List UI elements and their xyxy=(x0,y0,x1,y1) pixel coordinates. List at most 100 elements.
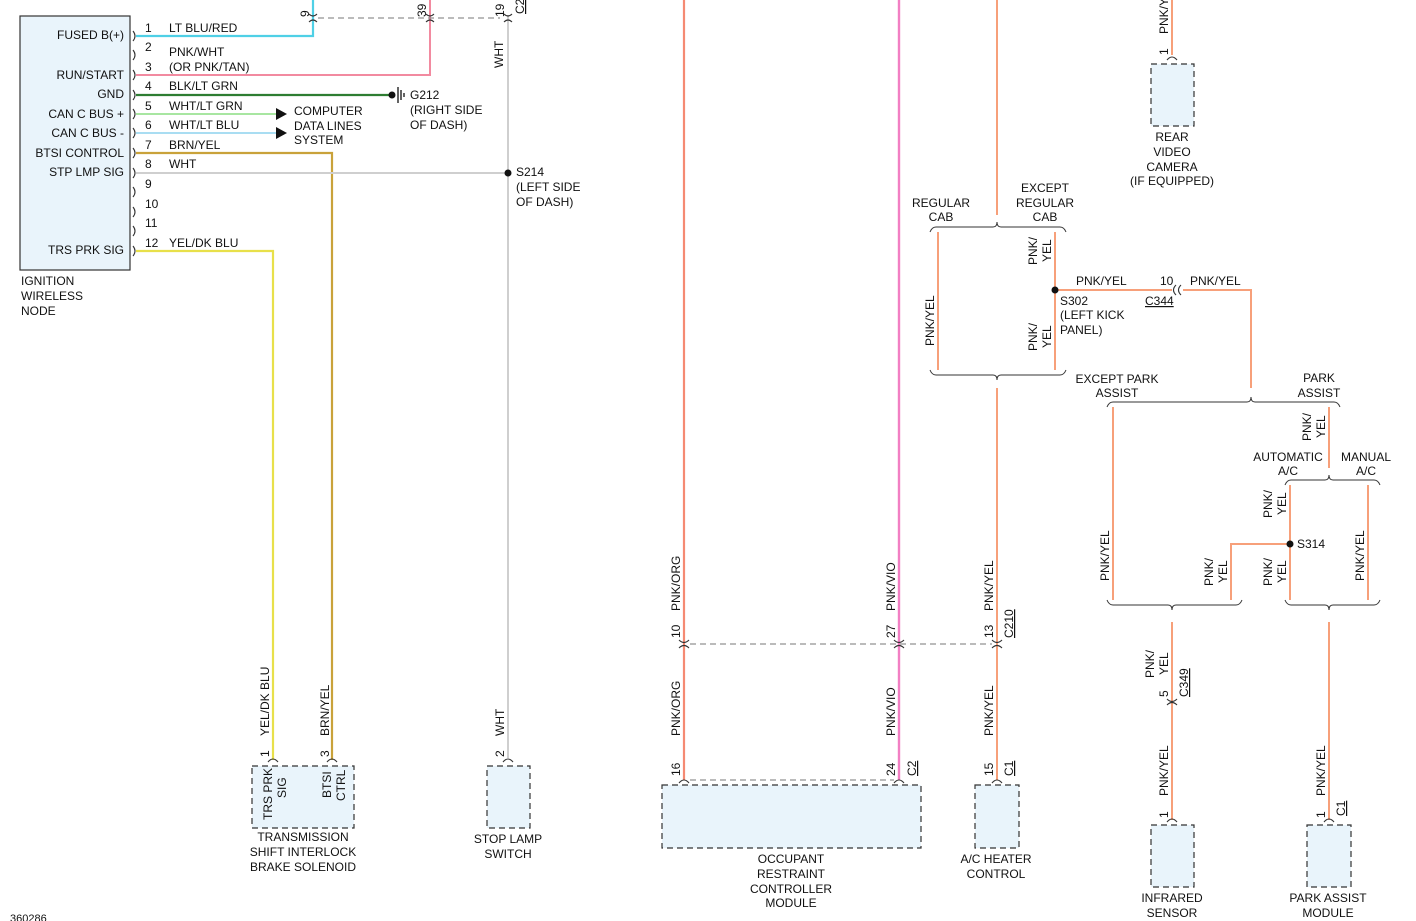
trans-box[interactable] xyxy=(251,765,355,829)
pin-label-stp-lmp-sig: STP LMP SIG xyxy=(49,165,124,179)
regular-cab-2: CAB xyxy=(929,210,954,224)
pin-num-11: 11 xyxy=(145,216,158,230)
s214-loc-2: OF DASH) xyxy=(516,195,573,209)
stop-lamp-pin-2: 2 xyxy=(493,750,507,757)
except-regular-cab-1: EXCEPT xyxy=(1021,181,1070,195)
pin-label-can-c-minus: CAN C BUS - xyxy=(51,126,124,140)
wire-label-pnk-org-lower: PNK/ORG xyxy=(669,681,683,736)
ground-icon xyxy=(397,87,405,103)
pin-label-trs-prk-sig: TRS PRK SIG xyxy=(48,243,124,257)
s302-loc-2: PANEL) xyxy=(1060,323,1102,337)
c2-name: C2 xyxy=(513,0,527,14)
wire-label-blk-lt-grn: BLK/LT GRN xyxy=(169,79,238,93)
transmission-solenoid[interactable]: 1 3 YEL/DK BLU BRN/YEL TRS PRK SIG BTSI … xyxy=(250,667,357,874)
except-regular-cab-2: REGULAR xyxy=(1016,196,1074,210)
g212-loc-2: OF DASH) xyxy=(410,118,467,132)
wire-brn-yel xyxy=(136,151,334,760)
stop-lamp-switch[interactable]: 2 WHT STOP LAMP SWITCH xyxy=(474,708,542,861)
s302-loc-1: (LEFT KICK xyxy=(1060,308,1124,322)
camera-wire-label: PNK/Y xyxy=(1157,0,1171,34)
s314-id: S314 xyxy=(1297,537,1325,551)
stop-lamp-name-1: STOP LAMP xyxy=(474,832,542,846)
pin-num-3: 3 xyxy=(145,60,152,74)
c349-name: C349 xyxy=(1177,668,1191,697)
arrow-can-minus-icon xyxy=(276,127,287,139)
wire-label-wht-lt-blu: WHT/LT BLU xyxy=(169,118,239,132)
lower-right-wire-labels: PNK/YEL PNK/ YEL PNK/ YEL PNK/YEL xyxy=(1098,530,1367,586)
wire-label-wht-lt-grn: WHT/LT GRN xyxy=(169,99,243,113)
pin-label-gnd: GND xyxy=(97,87,124,101)
ac-heater-name-2: CONTROL xyxy=(967,867,1026,881)
wire-yel-dk-blu xyxy=(136,249,275,760)
park-module-merge-bracket xyxy=(1284,599,1381,611)
occupant-name-4: MODULE xyxy=(765,896,816,910)
park-assist-1: PARK xyxy=(1303,371,1335,385)
s214-dot xyxy=(504,169,512,177)
trans-name-1: TRANSMISSION xyxy=(257,830,348,844)
trans-pin-label-1b: SIG xyxy=(275,777,289,798)
s214-id: S214 xyxy=(516,165,544,179)
wire-label-pnk-yel-upper: PNK/YEL xyxy=(982,560,996,611)
wire-label-or-pnk-tan: (OR PNK/TAN) xyxy=(169,60,249,74)
arrow-can-plus-icon xyxy=(276,108,287,120)
reg-cab-wire-label: PNK/YEL xyxy=(923,295,937,346)
occupant-pin-16: 16 xyxy=(669,762,683,776)
s314-dot xyxy=(1286,540,1294,548)
camera-box[interactable] xyxy=(1150,63,1195,127)
wire-pnk-wht xyxy=(136,0,431,76)
s302-id: S302 xyxy=(1060,294,1088,308)
occupant-box[interactable] xyxy=(661,784,922,849)
trans-name-2: SHIFT INTERLOCK xyxy=(250,845,356,859)
c2-pin-19: 19 xyxy=(493,3,507,17)
park-assist-module[interactable]: 1 C1 PNK/YEL PARK ASSIST MODULE xyxy=(1289,745,1367,920)
automatic-ac-2: A/C xyxy=(1278,464,1298,478)
camera-name-4: (IF EQUIPPED) xyxy=(1130,174,1214,188)
except-cab-wire-bot-1: PNK/ xyxy=(1026,322,1040,351)
c344-connector: PNK/YEL 10 C344 PNK/YEL xyxy=(1076,274,1241,308)
c210-pin-10: 10 xyxy=(669,624,683,638)
c210-pin-13: 13 xyxy=(982,624,996,638)
wire-lt-blu-red xyxy=(136,0,315,38)
infrared-sensor[interactable]: 1 INFRARED SENSOR xyxy=(1141,811,1203,920)
except-cab-wire-top-2: YEL xyxy=(1040,239,1054,262)
pin-num-7: 7 xyxy=(145,138,152,152)
wire-label-lt-blu-red: LT BLU/RED xyxy=(169,21,238,35)
cab-split: REGULAR CAB EXCEPT REGULAR CAB PNK/YEL P… xyxy=(912,181,1074,381)
manual-ac-2: A/C xyxy=(1356,464,1376,478)
park-split: EXCEPT PARK ASSIST PARK ASSIST PNK/ YEL xyxy=(1076,371,1341,441)
ac-split: AUTOMATIC A/C MANUAL A/C PNK/ YEL xyxy=(1253,450,1391,518)
occupant-name-1: OCCUPANT xyxy=(758,852,825,866)
ignition-node-name-3: NODE xyxy=(21,304,56,318)
wire-label-yel-dk-blu: YEL/DK BLU xyxy=(169,236,238,250)
ac-heater-box[interactable] xyxy=(974,784,1020,849)
park-module-wire-label: PNK/YEL xyxy=(1314,745,1328,796)
pin-num-2: 2 xyxy=(145,40,152,54)
c344-name: C344 xyxy=(1145,294,1174,308)
ac-heater-control[interactable]: 15 C1 A/C HEATER CONTROL xyxy=(960,760,1031,881)
park-module-box[interactable] xyxy=(1306,824,1352,888)
occupant-restraint-module[interactable]: 16 24 C2 OCCUPANT RESTRAINT CONTROLLER M… xyxy=(661,760,922,910)
park-assist-wire-1: PNK/ xyxy=(1300,412,1314,441)
ignition-wireless-node[interactable]: IGNITION WIRELESS NODE FUSED B(+) RUN/ST… xyxy=(19,15,249,318)
ac-heater-pin-15: 15 xyxy=(982,762,996,776)
occupant-name-2: RESTRAINT xyxy=(757,867,826,881)
except-park-assist-1: EXCEPT PARK xyxy=(1076,372,1159,386)
ground-dot xyxy=(388,91,396,99)
pin-num-1: 1 xyxy=(145,21,152,35)
camera-name-2: VIDEO xyxy=(1153,145,1190,159)
park-assist-wire-2: YEL xyxy=(1314,415,1328,438)
ignition-node-box[interactable] xyxy=(19,15,131,271)
ac-heater-name-1: A/C HEATER xyxy=(960,852,1031,866)
rear-video-camera[interactable]: 1 PNK/Y REAR VIDEO CAMERA (IF EQUIPPED) xyxy=(1130,0,1214,188)
infrared-box[interactable] xyxy=(1150,824,1195,888)
stop-lamp-box[interactable] xyxy=(486,765,531,829)
infrared-name-1: INFRARED xyxy=(1141,891,1203,905)
c349-wire-lower: PNK/YEL xyxy=(1157,745,1171,796)
s314-left-wire-2: YEL xyxy=(1216,560,1230,583)
pin-num-8: 8 xyxy=(145,157,152,171)
s314-left-wire-1: PNK/ xyxy=(1202,557,1216,586)
park-assist-2: ASSIST xyxy=(1298,386,1341,400)
c2-pin-39: 39 xyxy=(415,3,429,17)
c344-wire-right: PNK/YEL xyxy=(1190,274,1241,288)
